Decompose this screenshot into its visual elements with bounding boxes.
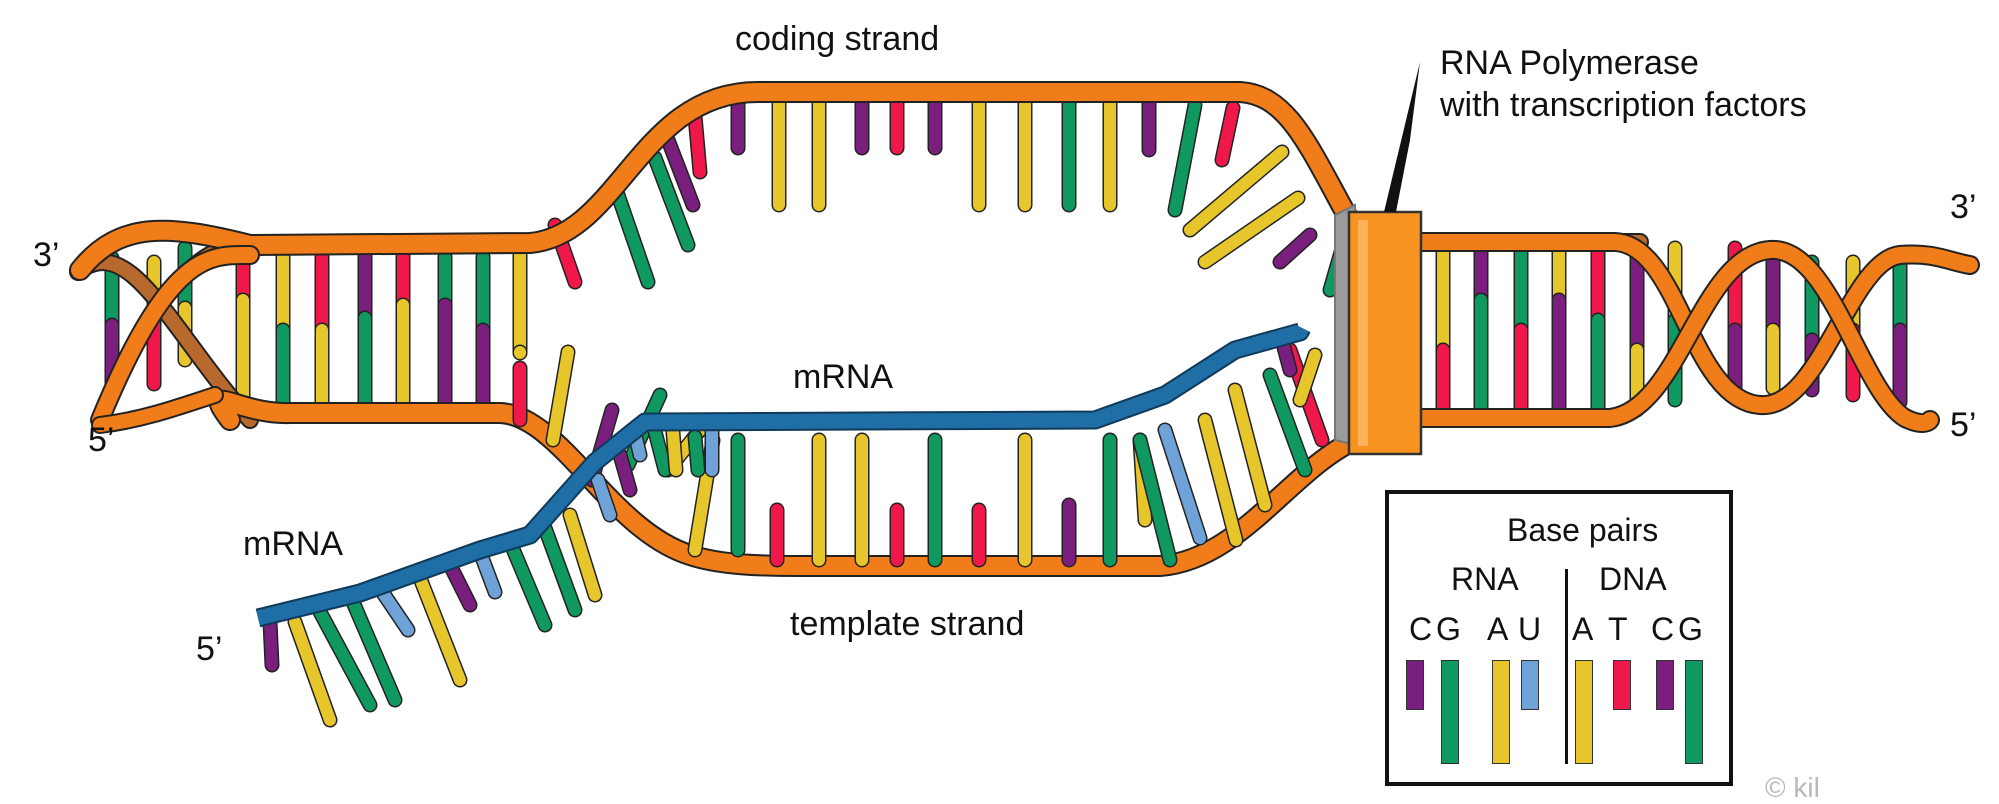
mrna-strand [256,324,1309,626]
mrna-label-top: mRNA [793,358,894,396]
legend-dna-base-t: T [1608,611,1628,647]
template-strand-base-19 [1134,434,1176,566]
polymerase-label-line2: with transcription factors [1440,86,1807,124]
coding-strand-label: coding strand [735,20,940,58]
legend-dna-base-g: G [1678,611,1703,647]
base-pairs [104,84,1908,418]
right-5prime-label: 5’ [1950,406,1977,444]
legend-dna-base-a: A [1572,611,1594,647]
legend-rna-base-a: A [1487,611,1509,647]
right-helix-top-strand [1392,234,1978,413]
mrna-base-3 [314,606,376,711]
mrna-base-7 [444,559,476,611]
coding-strand-base-19 [1184,146,1288,236]
mrna-strand [255,322,1311,628]
coding-strand-base-2 [612,189,654,288]
polymerase-highlight [1358,220,1368,446]
mrna-base-11 [564,509,601,601]
legend-swatch-dna-t [1613,660,1631,710]
mrna-base-6 [414,572,466,686]
legend-rna-base-g: G [1436,611,1461,647]
right-3prime-label: 3’ [1950,188,1977,226]
legend-swatch-dna-g [1685,660,1703,764]
legend-divider [1565,569,1568,764]
polymerase-pointer [1384,62,1420,212]
template-strand-base-25 [1294,349,1321,406]
legend-swatch-rna-u [1521,660,1539,710]
mrna-base-5 [377,587,414,636]
legend-swatch-rna-c [1406,660,1424,710]
left-helix-front-strand [92,246,258,428]
left-3prime-label: 3’ [33,236,60,274]
legend-rna-base-c: C [1409,611,1433,647]
legend-dna-base-c: C [1651,611,1675,647]
rna-polymerase [1334,62,1423,456]
template-strand-base-20 [1159,424,1206,544]
legend-swatch-dna-c [1656,660,1674,710]
coding-strand-base-3 [649,152,694,251]
mrna-5prime-label: 5’ [196,630,223,668]
base-pairs-legend: Base pairs RNA DNA C G A U A T C G [1385,490,1733,786]
template-strand-base-22 [1229,384,1271,511]
coding-strand-base-5 [689,110,706,178]
mrna-base-17 [689,431,704,476]
coding-strand-base-17 [1169,99,1201,216]
coding-strand-base-4 [662,134,699,211]
coding-strand-base-20 [1199,192,1304,268]
mrna-base-13 [614,449,636,496]
mrna-base-2 [289,616,336,726]
template-strand-base-1 [547,346,574,446]
legend-swatch-rna-g [1441,660,1459,764]
left-helix-lower-strand [93,388,222,432]
legend-swatch-dna-a [1575,660,1593,764]
mrna-base-10 [539,522,581,616]
mrna-base-1 [264,616,278,671]
legend-rna-header: RNA [1451,561,1519,597]
legend-swatch-rna-a [1492,660,1510,764]
mrna-label-left: mRNA [243,525,344,563]
coding-strand-base-21 [1274,229,1316,268]
coding-strand-base-18 [1216,102,1239,166]
legend-dna-header: DNA [1599,561,1667,597]
polymerase-label-line1: RNA Polymerase [1440,44,1699,82]
template-strand-base-23 [1264,369,1311,476]
right-helix-bottom-strand [1392,242,1938,431]
legend-title: Base pairs [1507,512,1659,548]
legend-rna-base-u: U [1518,611,1542,647]
template-strand-base-21 [1199,414,1242,546]
mrna-base-4 [347,596,401,706]
left-5prime-label: 5’ [88,421,115,459]
mrna-base-9 [504,536,551,631]
mrna-base-12 [592,474,616,521]
copyright-text: © kil [1765,772,1820,803]
template-strand-label: template strand [790,605,1025,643]
dna-backbones [69,80,1980,577]
coding-strand-backbone [71,82,1364,279]
